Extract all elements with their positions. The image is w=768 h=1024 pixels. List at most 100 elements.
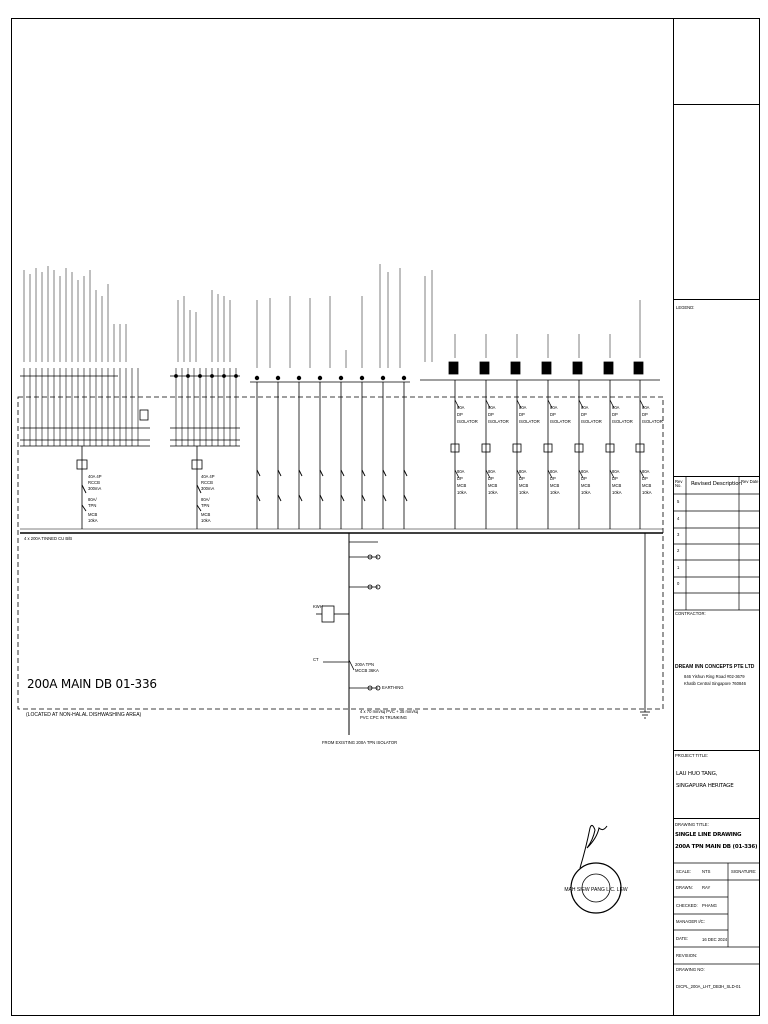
- mcb2-spec: 80A: [612, 469, 620, 474]
- mcb2-spec: 10kA: [581, 490, 591, 495]
- project-title-2: SINGAPURA HERITAGE: [676, 783, 734, 789]
- meter-label: CT: [313, 657, 319, 662]
- rccb-spec: 300mA: [88, 486, 102, 491]
- mcb2-spec: 80A: [550, 469, 558, 474]
- contractor-label: CONTRACTOR:: [675, 611, 706, 616]
- revision-label: REVISION:: [676, 953, 698, 958]
- db-title: 200A MAIN DB 01-336: [27, 677, 157, 691]
- drawing-title-label: DRAWING TITLE:: [675, 822, 709, 827]
- rev-row: 4: [677, 516, 680, 521]
- manager-label: MANAGER I/C:: [676, 919, 705, 924]
- mcb2-spec: MCB: [550, 483, 560, 488]
- isolator-spec: 80A: [642, 405, 650, 410]
- scale-value: NTS: [702, 869, 711, 874]
- date-value: 16 DEC 2024: [702, 937, 728, 942]
- drawn-label: DRAWN:: [676, 885, 693, 890]
- isolator-spec: DP: [550, 412, 556, 417]
- mcb2-spec: 10kA: [519, 490, 529, 495]
- incoming-source-note: FROM EXISTING 200A TPN ISOLATOR: [322, 740, 398, 745]
- meter-label: KWH: [313, 604, 323, 609]
- rev-row: 1: [677, 565, 680, 570]
- incoming-components: [316, 533, 650, 719]
- mcb2-spec: DP: [581, 476, 587, 481]
- mcb2-spec: DP: [488, 476, 494, 481]
- rev-no-header: Rev No.: [675, 479, 683, 489]
- feeder-lines: [81, 380, 641, 529]
- isolator-spec: ISOLATOR: [519, 419, 540, 424]
- mcb2-spec: MCB: [581, 483, 591, 488]
- date-label: DATE:: [676, 936, 689, 941]
- mcb2-spec: 80A: [457, 469, 465, 474]
- mcb2-spec: DP: [457, 476, 463, 481]
- checked-label: CHECKED:: [676, 903, 698, 908]
- mcb2-spec: 10kA: [612, 490, 622, 495]
- isolator-spec: DP: [519, 412, 525, 417]
- rev-row: 5: [677, 499, 680, 504]
- rev-desc-header: Revised Description: [691, 481, 742, 487]
- mcb-spec: MCB: [88, 512, 98, 517]
- drawing-frame: [11, 18, 760, 1016]
- mcb2-spec: DP: [642, 476, 648, 481]
- rccb-spec: 40A 4P: [201, 474, 215, 479]
- mcb2-spec: MCB: [612, 483, 622, 488]
- contractor-address-2: Khatib Central Singapore 760846: [684, 681, 746, 686]
- mcb2-spec: MCB: [642, 483, 652, 488]
- title-block: [673, 18, 760, 1016]
- mcb2-spec: 80A: [519, 469, 527, 474]
- isolator-spec: DP: [457, 412, 463, 417]
- signature-label: SIGNATURE:: [731, 869, 757, 874]
- mcb2-spec: 10kA: [457, 490, 467, 495]
- isolator-spec: 80A: [581, 405, 589, 410]
- isolator-spec: DP: [612, 412, 618, 417]
- rccb-spec: 40A 4P: [88, 474, 102, 479]
- isolator-spec: ISOLATOR: [457, 419, 478, 424]
- project-title-1: LAU HUO TANG,: [676, 771, 718, 777]
- busbar-label: 4 x 200A TINNED CU B/B: [24, 536, 73, 541]
- isolator-spec: 80A: [519, 405, 527, 410]
- mcb-spec: 80A/: [88, 497, 97, 502]
- isolator-spec: DP: [488, 412, 494, 417]
- stamp-text: MAH SIEW PANG LIC. LEW: [564, 887, 628, 893]
- isolator-spec: 80A: [612, 405, 620, 410]
- isolator-spec: ISOLATOR: [581, 419, 602, 424]
- isolator-spec: ISOLATOR: [642, 419, 663, 424]
- isolator-spec: ISOLATOR: [488, 419, 509, 424]
- rccb-spec: 300mA: [201, 486, 215, 491]
- rccb-left: [76, 459, 88, 470]
- mcb2-spec: 10kA: [642, 490, 652, 495]
- mcb2-spec: MCB: [519, 483, 529, 488]
- mcb2-spec: MCB: [488, 483, 498, 488]
- isolator-spec: 80A: [550, 405, 558, 410]
- mcb-spec: 10kA: [88, 518, 98, 523]
- drawing-title-1: SINGLE LINE DRAWING: [675, 832, 742, 838]
- project-title-label: PROJECT TITLE:: [675, 753, 709, 758]
- right-isolator-group: [448, 361, 645, 479]
- legend-label: LEGEND:: [676, 305, 695, 310]
- isolator-spec: ISOLATOR: [550, 419, 571, 424]
- rev-row: 3: [677, 532, 680, 537]
- mcb2-spec: DP: [550, 476, 556, 481]
- rccb-spec: RCCB: [201, 480, 213, 485]
- earthing-label: EARTHING: [382, 685, 404, 690]
- drawing-no-value: DICPL_200A_LHT_DB3H_SLD-01: [676, 984, 741, 989]
- rccb-spec: RCCB: [88, 480, 100, 485]
- checked-value: PHANG: [702, 903, 717, 908]
- mcb2-spec: 80A: [642, 469, 650, 474]
- scale-label: SCALE:: [676, 869, 691, 874]
- isolator-spec: 80A: [488, 405, 496, 410]
- isolator-spec: DP: [581, 412, 587, 417]
- mcb-spec: TPN: [201, 503, 210, 508]
- isolator-spec: ISOLATOR: [612, 419, 633, 424]
- db-location-note: (LOCATED AT NON-HALAL DISHWASHING AREA): [26, 712, 142, 718]
- contractor-name: DREAM INN CONCEPTS PTE LTD: [675, 664, 755, 670]
- drawn-value: RAY: [702, 885, 711, 890]
- mcb-spec: 80A/: [201, 497, 210, 502]
- signature: [579, 824, 608, 869]
- drawing-title-2: 200A TPN MAIN DB (01-336): [675, 844, 758, 850]
- mcb2-spec: 80A: [488, 469, 496, 474]
- mcb2-spec: DP: [612, 476, 618, 481]
